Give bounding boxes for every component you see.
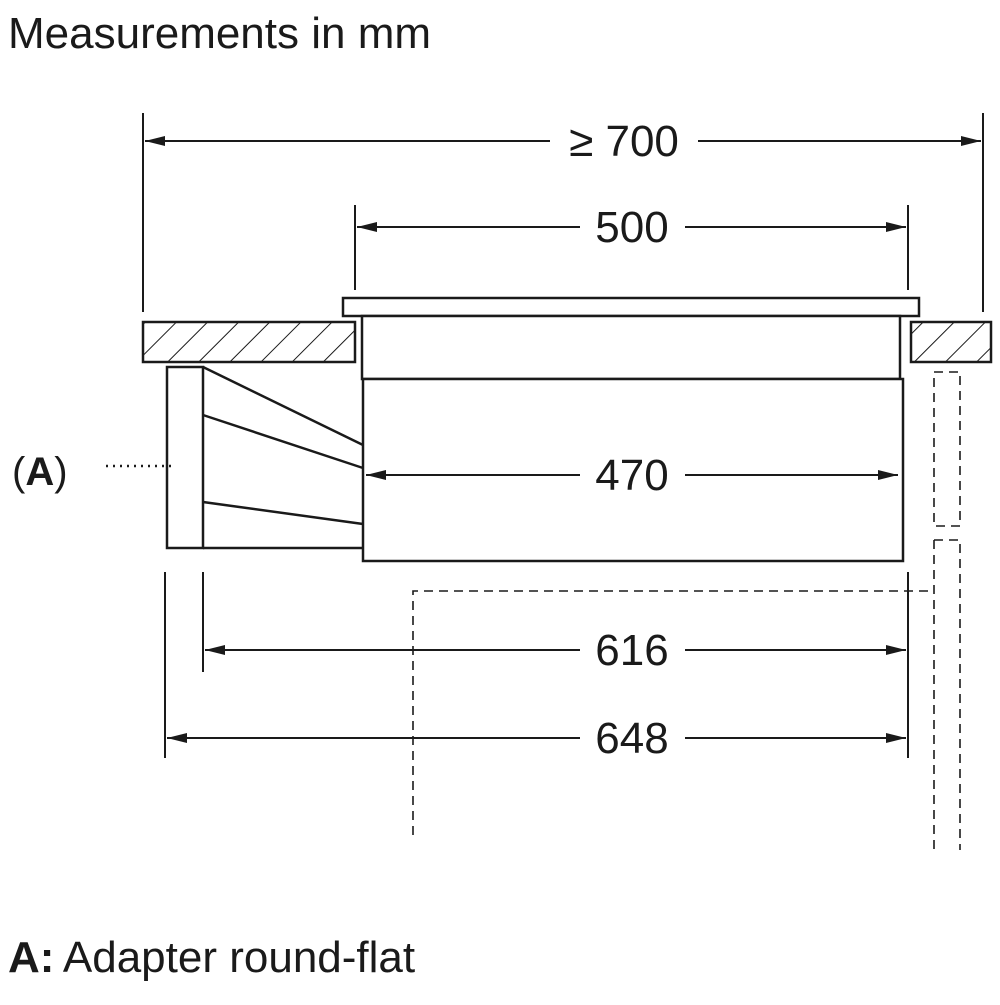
dimension-overall-width: ≥ 700	[145, 117, 981, 166]
legend: A: Adapter round-flat	[8, 933, 415, 982]
hob-glass-top	[341, 296, 921, 318]
hob-upper-body	[360, 314, 902, 381]
worktop-left	[141, 320, 357, 364]
callout-adapter: (A)	[12, 450, 176, 494]
dimension-depth-with-adapter: 648	[167, 714, 906, 763]
dimension-label-body-width: 470	[595, 451, 668, 500]
callout-paren-close: )	[54, 450, 67, 494]
dimension-label-depth-with-adapter: 648	[595, 714, 668, 763]
callout-letter: A	[25, 450, 54, 494]
page-title: Measurements in mm	[8, 9, 431, 58]
dimension-label-depth-without-adapter: 616	[595, 626, 668, 675]
dimension-hob-width: 500	[357, 203, 906, 252]
dimension-label-hob-width: 500	[595, 203, 668, 252]
legend-text: Adapter round-flat	[63, 933, 415, 982]
svg-text:(A): (A)	[12, 450, 68, 494]
adapter-round-flat	[165, 365, 364, 550]
legend-key: A:	[8, 933, 54, 982]
worktop-right	[909, 320, 993, 364]
callout-paren-open: (	[12, 450, 26, 494]
cabinet-outline-dashed	[412, 371, 961, 850]
dimension-depth-without-adapter: 616	[205, 626, 906, 675]
extension-lines	[142, 113, 984, 758]
hob-lower-body	[361, 377, 905, 563]
dimension-label-overall-width: ≥ 700	[569, 117, 679, 166]
worktop	[141, 320, 993, 364]
svg-text:A: Adapter round-flat: A: Adapter round-flat	[8, 933, 415, 982]
dimension-body-width: 470	[366, 451, 898, 500]
